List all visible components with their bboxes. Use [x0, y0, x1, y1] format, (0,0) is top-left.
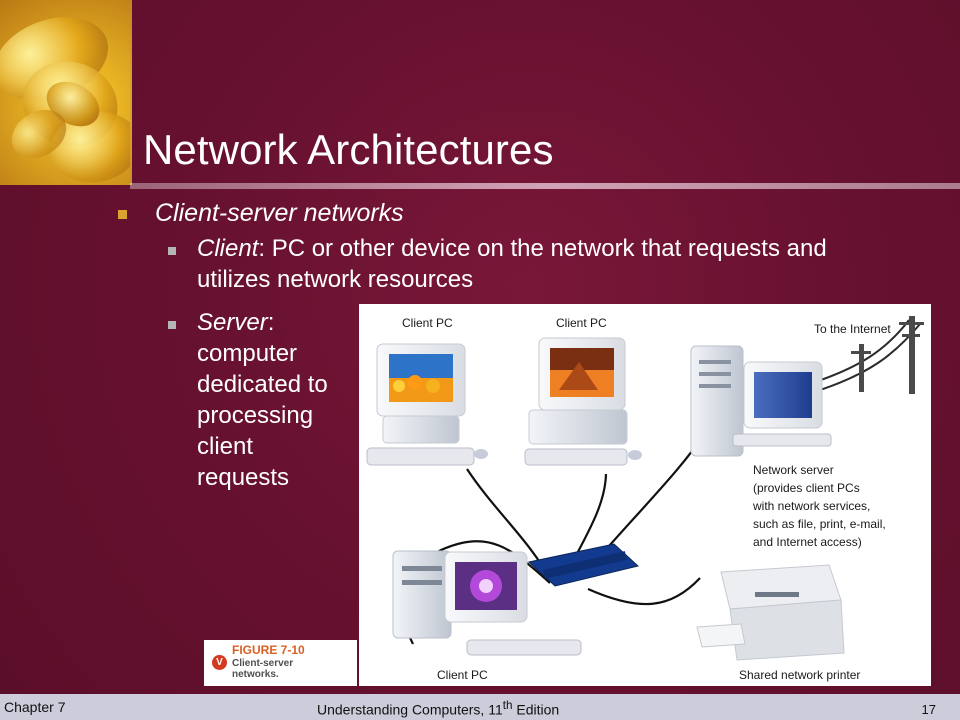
slide-footer: Chapter 7 Understanding Computers, 11th … — [0, 694, 960, 720]
server-definition: Server: computer dedicated to processing… — [197, 307, 348, 493]
client-pc-top-middle — [524, 337, 642, 466]
caption-line-1: Client-server — [232, 658, 294, 669]
caption-text: FIGURE 7-10 Client-server networks. — [232, 644, 350, 680]
figure-badge-icon: V — [212, 655, 227, 670]
client-description: PC or other device on the network that r… — [197, 235, 827, 293]
footer-title-tail: Edition — [512, 701, 560, 718]
client-definition: Client: PC or other device on the networ… — [197, 233, 888, 295]
network-router — [527, 543, 640, 587]
network-figure: Client PC Client PC To the Internet Clie… — [359, 304, 931, 686]
server-label-line-5: and Internet access) — [753, 535, 862, 549]
client-server-diagram: Client PC Client PC To the Internet Clie… — [359, 304, 931, 686]
top-left-client-label: Client PC — [402, 316, 453, 330]
footer-title-superscript: th — [502, 699, 513, 712]
server-term: Server — [197, 309, 268, 336]
server-label-line-3: with network services, — [752, 499, 870, 513]
footer-title-main: Understanding Computers, 11 — [317, 701, 503, 718]
shared-network-printer — [696, 564, 845, 661]
server-label-line-2: (provides client PCs — [753, 481, 860, 495]
top-middle-client-label: Client PC — [556, 316, 607, 330]
server-description: computer dedicated to processing client … — [197, 340, 328, 491]
network-server — [690, 345, 832, 457]
internet-cable-1 — [808, 319, 910, 385]
server-colon: : — [267, 309, 275, 336]
bottom-client-label: Client PC — [437, 668, 488, 682]
utility-pole-icon — [851, 316, 924, 394]
printer-label: Shared network printer — [739, 668, 860, 682]
server-label-line-1: Network server — [753, 463, 834, 477]
client-colon: : — [258, 235, 266, 262]
bullet-level1: Client-server networks — [118, 198, 404, 228]
client-pc-top-left — [366, 343, 488, 466]
bullet-level2-client: Client: PC or other device on the networ… — [168, 233, 888, 295]
caption-figure-number: FIGURE 7-10 — [232, 643, 305, 657]
slide-title: Network Architectures — [143, 126, 554, 173]
footer-page-number: 17 — [921, 702, 936, 717]
footer-chapter: Chapter 7 — [4, 699, 66, 715]
caption-line-2: networks. — [232, 669, 279, 680]
server-label-line-4: such as file, print, e-mail, — [753, 517, 886, 531]
subbullet-square-icon — [168, 247, 176, 255]
bullet-level2-server: Server: computer dedicated to processing… — [168, 307, 348, 493]
subbullet-square-icon — [168, 321, 176, 329]
title-divider — [130, 183, 960, 189]
client-term: Client — [197, 235, 259, 262]
client-server-bullet-text: Client-server networks — [155, 199, 404, 227]
rose-photo — [0, 0, 132, 185]
bullet-square-icon — [118, 210, 127, 219]
internet-label: To the Internet — [814, 322, 891, 336]
footer-book-title: Understanding Computers, 11th Edition — [317, 699, 559, 718]
client-pc-bottom — [392, 550, 582, 656]
figure-caption: V FIGURE 7-10 Client-server networks. — [204, 640, 357, 686]
network-cable — [587, 577, 701, 606]
